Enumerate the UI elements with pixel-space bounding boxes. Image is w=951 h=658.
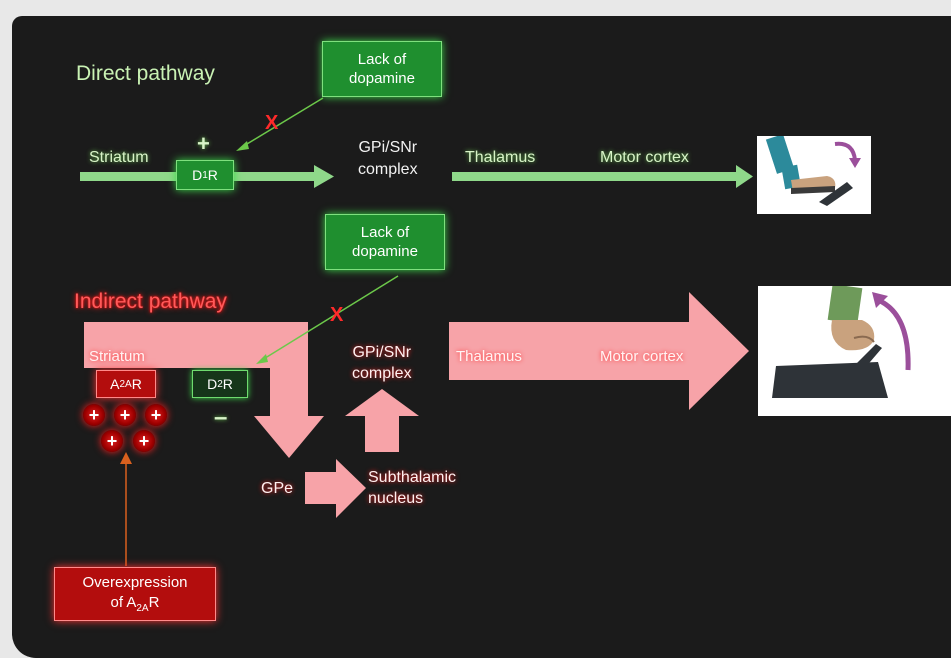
overexpression-sub: 2A xyxy=(136,602,149,614)
indirect-thalamus-label: Thalamus xyxy=(456,348,522,365)
foot-pedal-icon xyxy=(757,134,871,214)
indirect-lack-line1: Lack of xyxy=(360,223,410,241)
a2ar-end: R xyxy=(131,375,142,392)
a2ar-sub: 2A xyxy=(119,378,132,390)
d1r-sub: 1 xyxy=(202,169,208,181)
gpe-label: GPe xyxy=(261,480,294,497)
plus-icon: + xyxy=(145,404,167,426)
stn-line2: nucleus xyxy=(368,489,424,507)
d2r-main: D xyxy=(207,376,218,392)
indirect-lack-line2: dopamine xyxy=(352,243,418,260)
plus-icon: + xyxy=(133,430,155,452)
direct-dopamine-line xyxy=(241,97,324,148)
d2r-minus-sign: – xyxy=(214,404,228,431)
overexpression-main: of A xyxy=(110,593,137,611)
hand-lever-icon xyxy=(758,284,951,416)
direct-arrow-2 xyxy=(452,165,753,188)
overexpression-arrowhead xyxy=(120,452,132,464)
overexpression-end: R xyxy=(148,593,160,611)
stn-line1: Subthalamic xyxy=(368,469,457,486)
direct-gpi-line2: complex xyxy=(358,160,418,178)
indirect-lack-dopamine-box: Lack of dopamine xyxy=(325,214,445,270)
direct-striatum-label: Striatum xyxy=(89,149,149,166)
direct-dopamine-arrowhead xyxy=(236,141,249,151)
plus-icon: + xyxy=(83,404,105,426)
direct-lack-dopamine-box: Lack of dopamine xyxy=(322,41,442,97)
direct-gpi-snr-label: GPi/SNr complex xyxy=(358,137,418,180)
indirect-dopamine-line xyxy=(261,275,399,361)
direct-motor-cortex-label: Motor cortex xyxy=(600,149,689,166)
direct-plus-sign: + xyxy=(197,131,210,156)
indirect-dopamine-arrowhead xyxy=(256,354,268,364)
direct-thalamus-label: Thalamus xyxy=(465,149,536,166)
indirect-stn-arrow xyxy=(345,389,419,452)
indirect-output-arrow xyxy=(449,292,749,410)
direct-lack-line1: Lack of xyxy=(357,50,407,68)
indirect-motor-cortex-label: Motor cortex xyxy=(600,348,684,365)
indirect-striatum-label: Striatum xyxy=(89,348,145,365)
direct-block-mark: X xyxy=(265,112,279,134)
a2ar-main: A xyxy=(110,375,120,392)
indirect-gpi-line1: GPi/SNr xyxy=(352,344,412,361)
d2r-end: R xyxy=(222,376,233,392)
indirect-block-mark: X xyxy=(330,304,344,326)
subthalamic-nucleus-label: Subthalamic nucleus xyxy=(368,468,456,510)
plus-icon: + xyxy=(114,404,136,426)
indirect-gpi-snr-label: GPi/SNr complex xyxy=(352,343,412,385)
indirect-pathway-title: Indirect pathway xyxy=(74,290,227,313)
indirect-gpe-arrow xyxy=(305,459,366,518)
indirect-gpi-line2: complex xyxy=(352,364,412,382)
overexpression-box: Overexpression of A2AR xyxy=(54,567,216,621)
overexpression-line1: Overexpression xyxy=(82,574,188,592)
d1r-end: R xyxy=(207,166,218,183)
plus-icon: + xyxy=(101,430,123,452)
direct-gpi-line1: GPi/SNr xyxy=(358,139,418,156)
d2r-sub: 2 xyxy=(217,378,223,390)
d1r-main: D xyxy=(192,166,203,183)
direct-pathway-title: Direct pathway xyxy=(76,62,215,85)
indirect-striatum-arrow xyxy=(84,322,324,458)
direct-lack-line2: dopamine xyxy=(349,70,415,87)
